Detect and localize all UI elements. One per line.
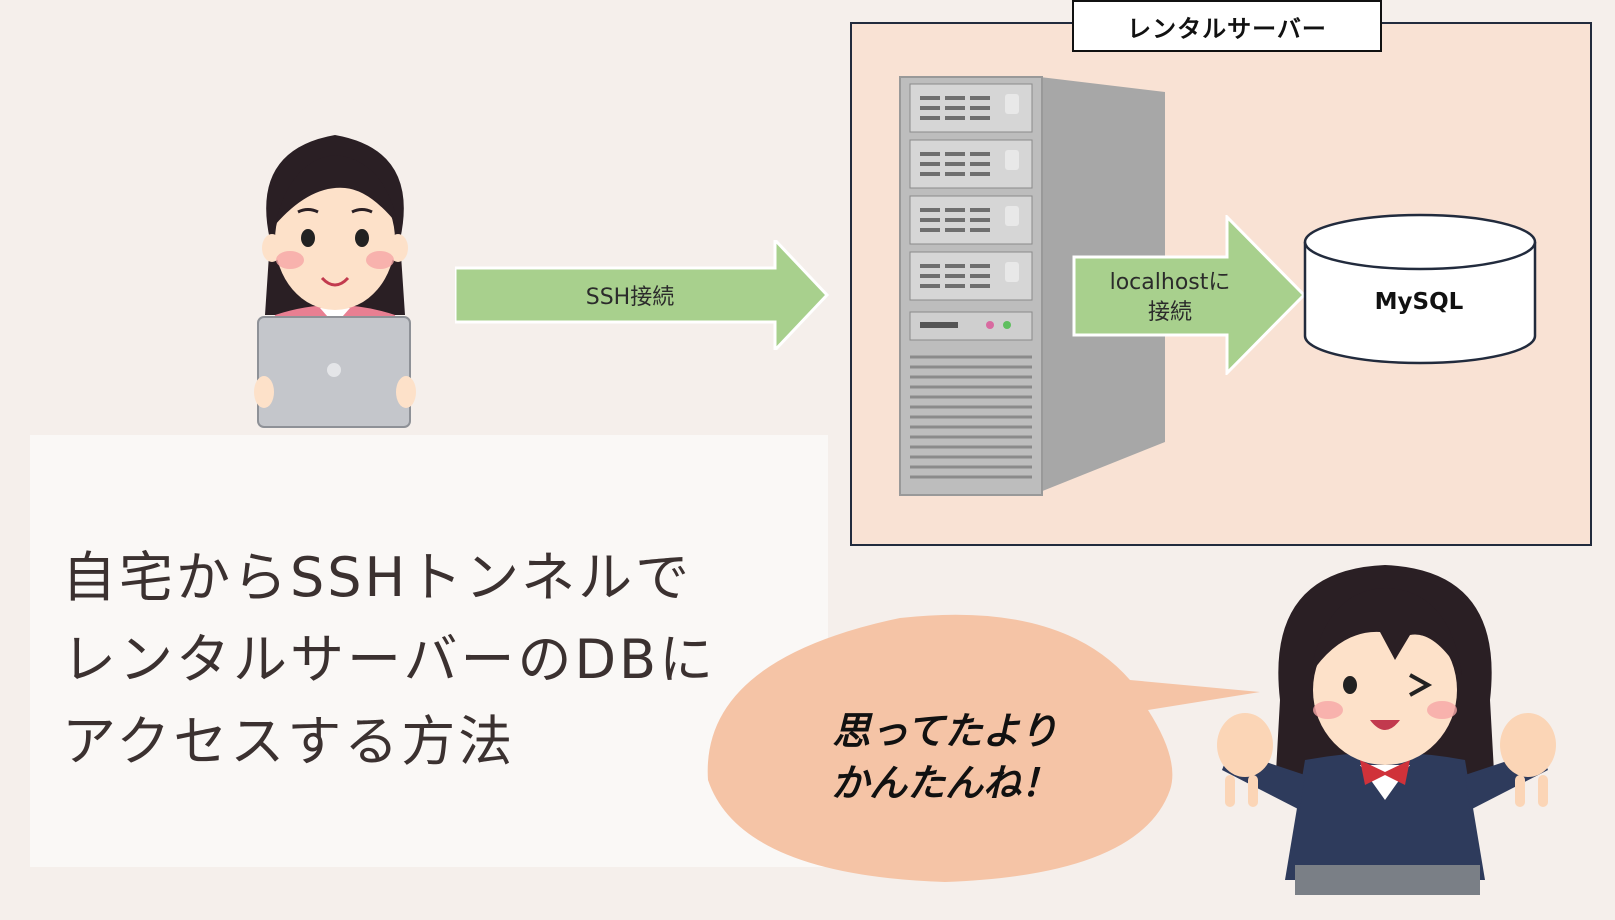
woman-with-laptop-icon [254, 135, 416, 428]
ssh-arrow [455, 240, 830, 350]
title-line-1: 自宅からSSHトンネルで [62, 546, 693, 609]
title-line-2: レンタルサーバーのDBに [62, 628, 717, 691]
localhost-arrow [1072, 215, 1307, 375]
ssh-arrow-label: SSH接続 [585, 285, 675, 310]
speech-bubble-line-1: 思ってたより [832, 709, 1058, 753]
speech-bubble-line-2: かんたんね！ [830, 761, 1059, 805]
localhost-arrow-label-line2: 接続 [1147, 300, 1192, 325]
rental-server-label: レンタルサーバー [1072, 0, 1382, 52]
database-cylinder-icon [1303, 213, 1537, 365]
title-line-3: アクセスする方法 [62, 710, 516, 773]
mysql-label: MySQL [1374, 289, 1464, 315]
title-card [30, 435, 828, 867]
speech-bubble [707, 614, 1260, 882]
schoolgirl-peace-sign-icon [1217, 565, 1556, 895]
localhost-arrow-label-line1: localhostに [1109, 270, 1231, 295]
